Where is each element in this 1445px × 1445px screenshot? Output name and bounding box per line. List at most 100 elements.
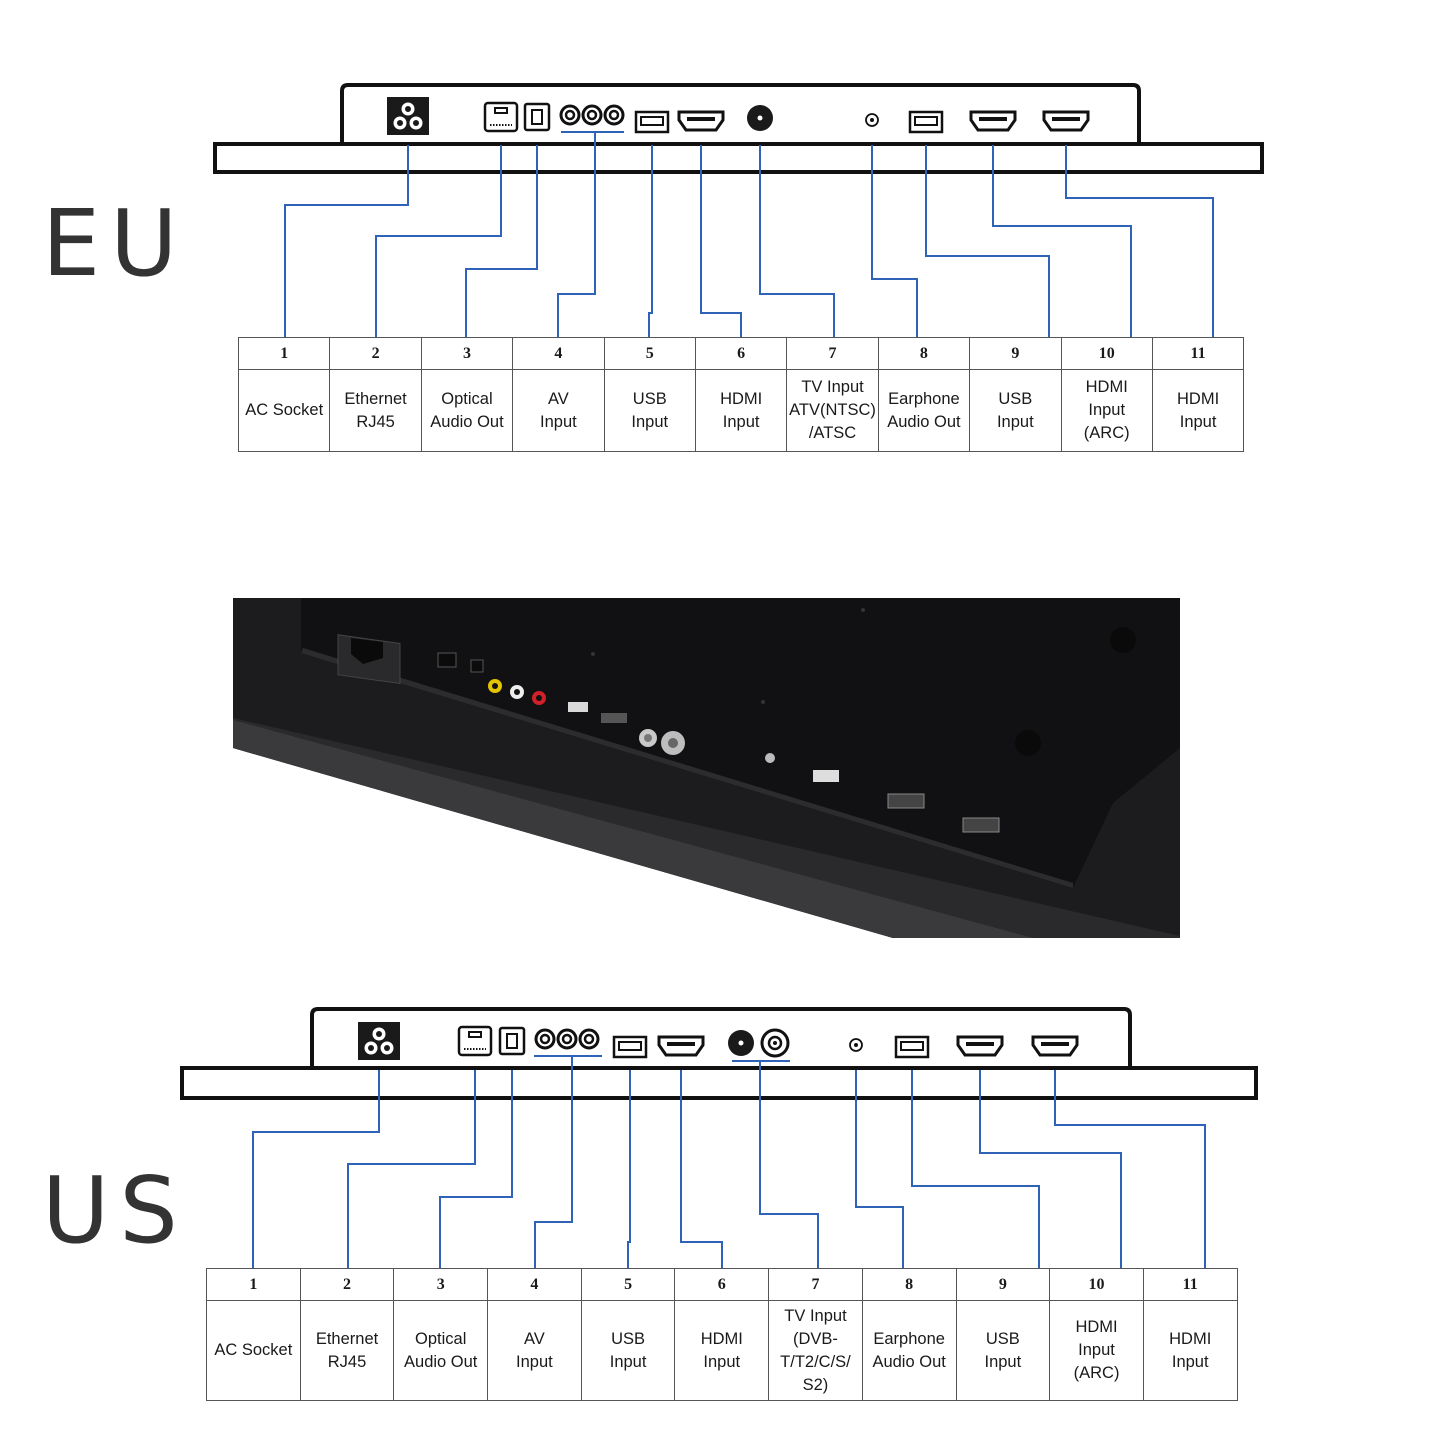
leader-line bbox=[992, 145, 1132, 337]
hdmi-icon bbox=[1031, 1035, 1079, 1057]
port-label: HDMI Input bbox=[1151, 369, 1245, 452]
port-label-line: (ARC) bbox=[1073, 1364, 1120, 1382]
port-label-line: RJ45 bbox=[356, 412, 395, 431]
port-label: HDMI Input bbox=[694, 369, 788, 452]
port-label-line: Input bbox=[609, 1352, 647, 1371]
port-label-line: HDMI bbox=[720, 389, 763, 408]
port-label-line: ATV(NTSC) bbox=[789, 401, 876, 419]
leader-line bbox=[439, 1070, 513, 1268]
port-label: TV Input(DVB-T/T2/C/S/S2) bbox=[768, 1300, 863, 1401]
port-number: 7 bbox=[786, 337, 879, 370]
port-number: 2 bbox=[329, 337, 422, 370]
leader-line bbox=[759, 145, 835, 337]
hdmi-icon bbox=[657, 1035, 705, 1057]
port-label-line: AC Socket bbox=[214, 1341, 293, 1359]
port-number: 8 bbox=[877, 337, 971, 370]
port-label-line: Input bbox=[722, 412, 760, 431]
port-number: 4 bbox=[487, 1268, 582, 1301]
leader-line bbox=[700, 145, 742, 337]
ethernet-icon bbox=[457, 1025, 493, 1057]
port-label-line: USB bbox=[611, 1329, 646, 1348]
port-label-line: USB bbox=[985, 1329, 1020, 1348]
port-number: 10 bbox=[1060, 337, 1153, 370]
port-number: 5 bbox=[603, 337, 696, 370]
hdmi-icon bbox=[1042, 110, 1090, 132]
port-label-line: Audio Out bbox=[430, 412, 504, 431]
hdmi-icon bbox=[677, 110, 725, 132]
port-label-line: HDMI bbox=[1085, 378, 1128, 396]
port-number: 4 bbox=[512, 337, 605, 370]
port-label: USB Input bbox=[580, 1300, 676, 1401]
av-rca-icon bbox=[559, 104, 625, 126]
us-port-diagram bbox=[180, 1007, 1258, 1268]
leader-line bbox=[925, 145, 1050, 337]
port-label-line: Audio Out bbox=[887, 412, 961, 431]
leader-line bbox=[557, 132, 596, 337]
port-label-line: /ATSC bbox=[808, 424, 857, 442]
port-label-line: TV Input bbox=[784, 1306, 847, 1325]
port-number: 6 bbox=[694, 337, 788, 370]
port-label-line: Input bbox=[631, 412, 669, 431]
port-label-line: Ethernet bbox=[344, 389, 407, 408]
leader-line bbox=[680, 1070, 723, 1268]
leader-line bbox=[627, 1070, 631, 1268]
port-number: 2 bbox=[299, 1268, 395, 1301]
leader-line bbox=[1054, 1070, 1206, 1268]
ethernet-icon bbox=[483, 101, 519, 133]
leader-line bbox=[911, 1070, 1040, 1268]
leader-line bbox=[979, 1070, 1122, 1268]
port-label-line: TV Input bbox=[801, 378, 864, 396]
ac-socket-icon bbox=[358, 1022, 400, 1060]
connector-housing bbox=[340, 83, 1141, 145]
port-label-line: Input bbox=[1171, 1352, 1209, 1371]
port-label-line: Ethernet bbox=[315, 1329, 379, 1348]
av-rca-icon bbox=[534, 1028, 600, 1050]
port-number: 11 bbox=[1151, 337, 1245, 370]
port-number: 9 bbox=[955, 1268, 1051, 1301]
leader-line bbox=[1065, 145, 1214, 337]
leader-line bbox=[871, 145, 918, 337]
port-number: 3 bbox=[393, 1268, 489, 1301]
earphone-jack-icon bbox=[865, 113, 879, 127]
port-label: USB Input bbox=[603, 369, 696, 452]
port-label-line: HDMI bbox=[1177, 389, 1220, 408]
usb-icon bbox=[908, 110, 944, 134]
port-number: 10 bbox=[1049, 1268, 1144, 1301]
leader-line bbox=[465, 145, 538, 337]
optical-icon bbox=[498, 1026, 526, 1056]
port-label-line: Audio Out bbox=[872, 1352, 946, 1371]
port-number: 1 bbox=[237, 337, 331, 370]
port-label-line: S2) bbox=[802, 1375, 829, 1394]
us-region-label: US bbox=[42, 1157, 188, 1264]
port-number: 8 bbox=[861, 1268, 957, 1301]
port-label-line: Earphone bbox=[873, 1329, 945, 1348]
panel-edge-bar bbox=[180, 1066, 1258, 1100]
port-label-line: Optical bbox=[441, 389, 493, 408]
port-label-line: Audio Out bbox=[404, 1352, 478, 1371]
panel-edge-bar bbox=[213, 142, 1264, 174]
port-label-line: USB bbox=[632, 389, 667, 408]
port-number: 7 bbox=[768, 1268, 863, 1301]
port-label-line: (DVB- bbox=[793, 1329, 838, 1348]
leader-line bbox=[855, 1070, 904, 1268]
usb-icon bbox=[612, 1035, 648, 1059]
optical-icon bbox=[523, 102, 551, 132]
leader-line bbox=[252, 1070, 380, 1268]
eu-port-diagram bbox=[213, 83, 1264, 337]
port-number: 5 bbox=[580, 1268, 676, 1301]
leader-line bbox=[534, 1056, 573, 1268]
port-label-line: Input bbox=[1179, 412, 1217, 431]
port-number: 9 bbox=[969, 337, 1062, 370]
